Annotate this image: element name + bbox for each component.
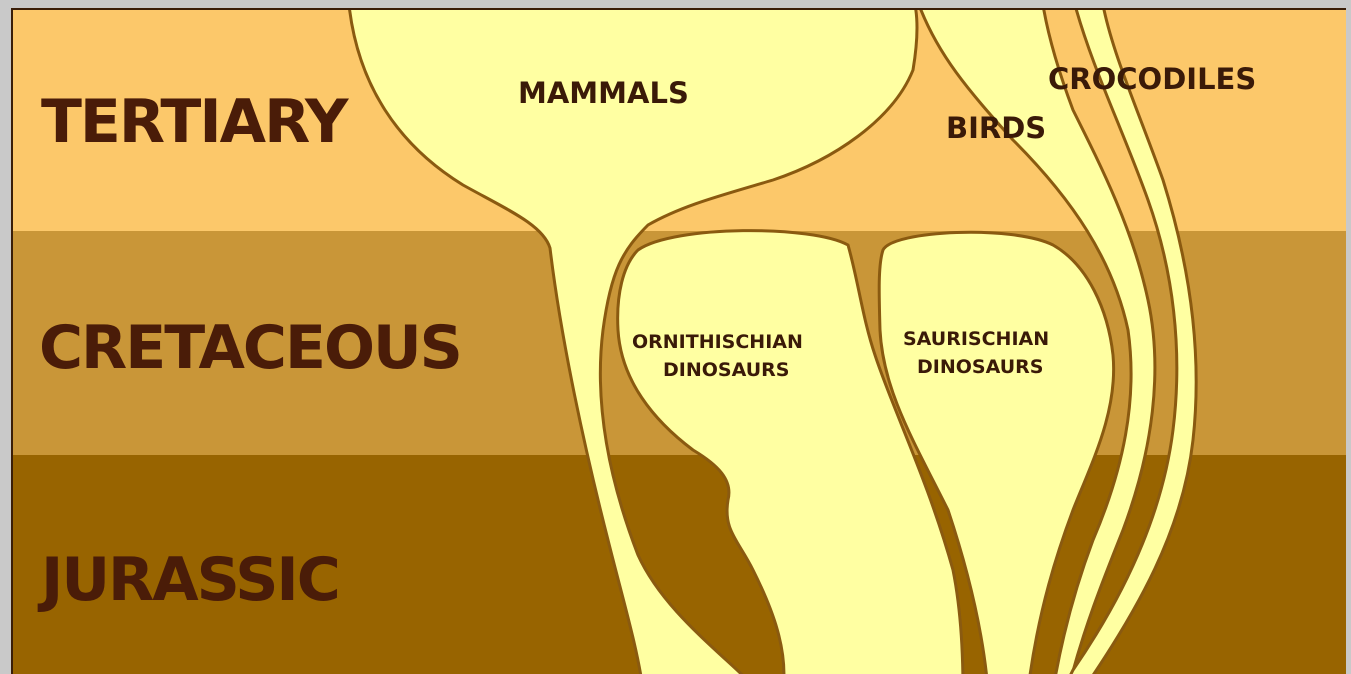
clade-label-ornithischian-2: DINOSAURS: [663, 359, 789, 381]
clade-label-mammals: MAMMALS: [518, 76, 689, 110]
clade-label-saurischian-1: SAURISCHIAN: [903, 328, 1049, 350]
period-label-jurassic: JURASSIC: [37, 545, 339, 615]
period-label-tertiary: TERTIARY: [41, 87, 350, 157]
clade-label-saurischian-2: DINOSAURS: [917, 356, 1043, 378]
clade-label-birds: BIRDS: [946, 111, 1046, 145]
clade-label-ornithischian-1: ORNITHISCHIAN: [632, 331, 803, 353]
clade-label-crocodiles: CROCODILES: [1048, 62, 1256, 96]
evolution-diagram: TERTIARY CRETACEOUS JURASSIC MAMMALS BIR…: [11, 8, 1346, 674]
period-label-cretaceous: CRETACEOUS: [39, 313, 461, 383]
diagram-canvas: TERTIARY CRETACEOUS JURASSIC MAMMALS BIR…: [13, 10, 1346, 674]
